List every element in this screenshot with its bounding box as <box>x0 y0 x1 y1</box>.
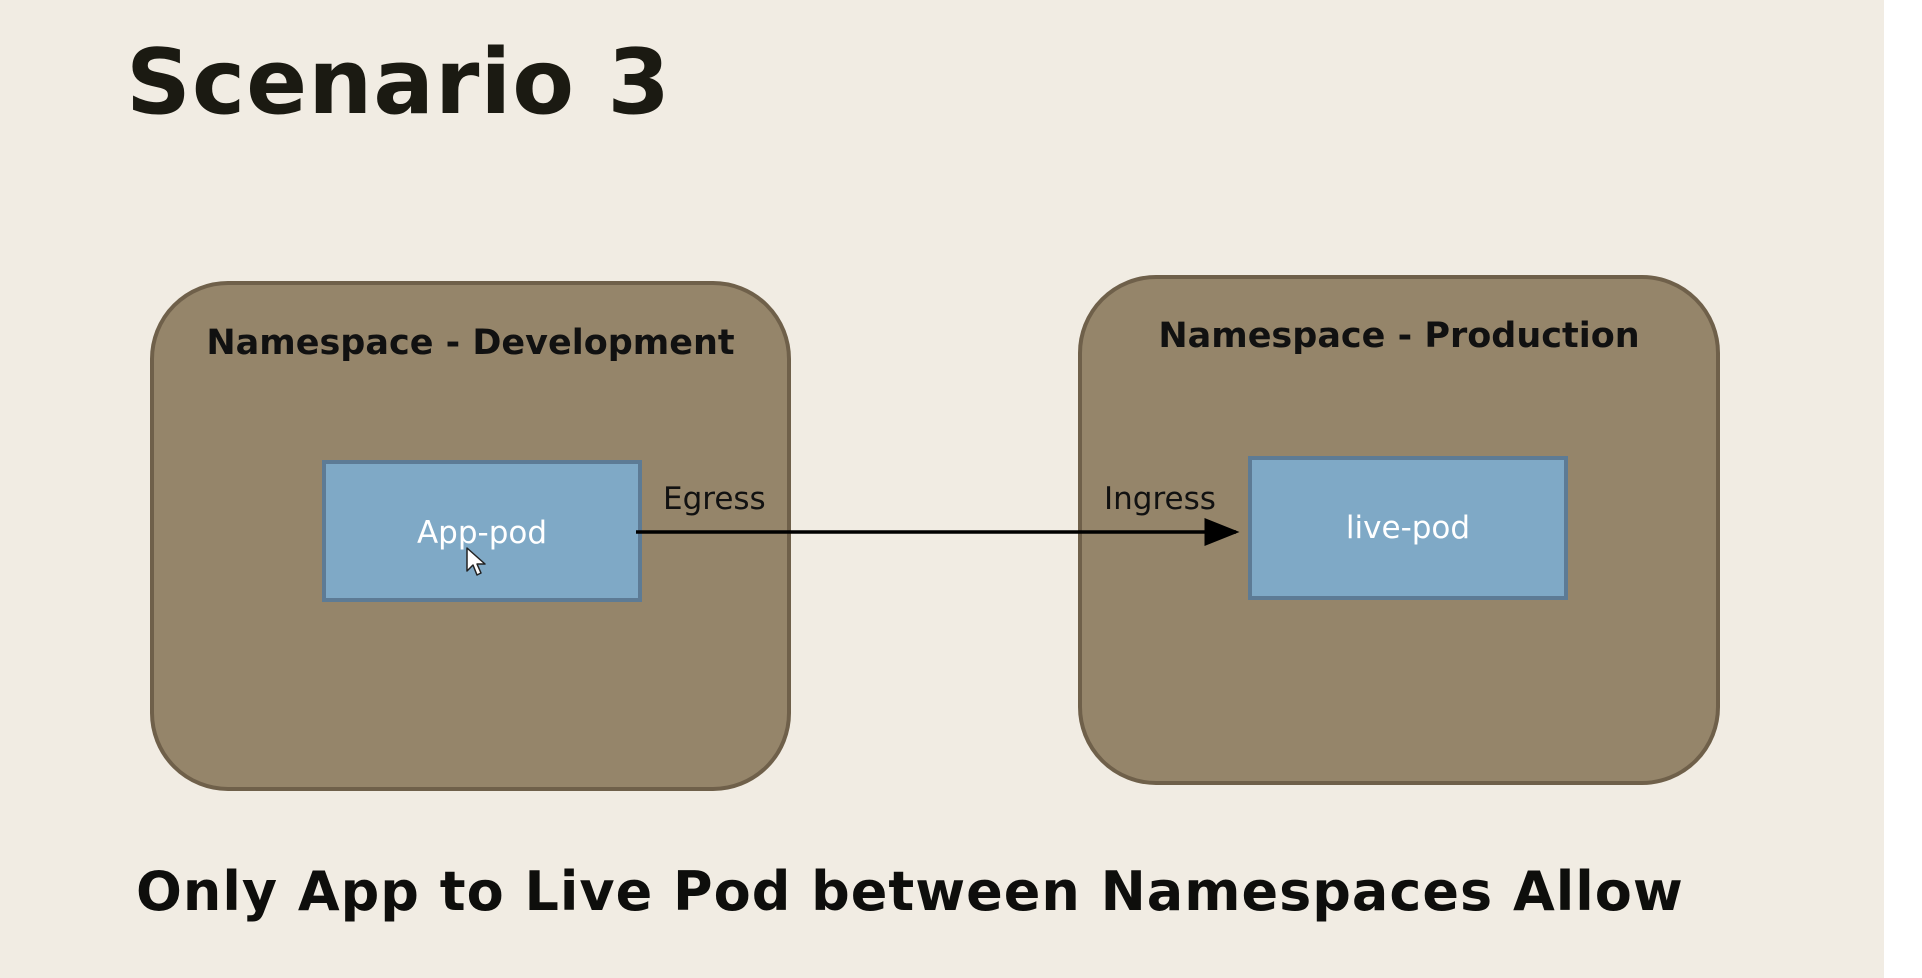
namespace-production-label: Namespace - Production <box>1158 316 1640 356</box>
app-pod-label: App-pod <box>416 515 548 551</box>
mouse-cursor-icon <box>466 547 486 576</box>
app-pod-box: App-pod <box>322 460 642 602</box>
slide-caption: Only App to Live Pod between Namespaces … <box>136 860 1684 923</box>
live-pod-box: live-pod <box>1248 456 1568 600</box>
namespace-development-label: Namespace - Development <box>206 323 735 363</box>
namespace-development-box: Namespace - Development <box>150 281 791 791</box>
slide-title: Scenario 3 <box>126 30 672 135</box>
egress-label: Egress <box>663 481 766 517</box>
ingress-label: Ingress <box>1104 481 1216 517</box>
live-pod-label: live-pod <box>1345 510 1471 546</box>
right-edge-strip <box>1884 0 1922 978</box>
